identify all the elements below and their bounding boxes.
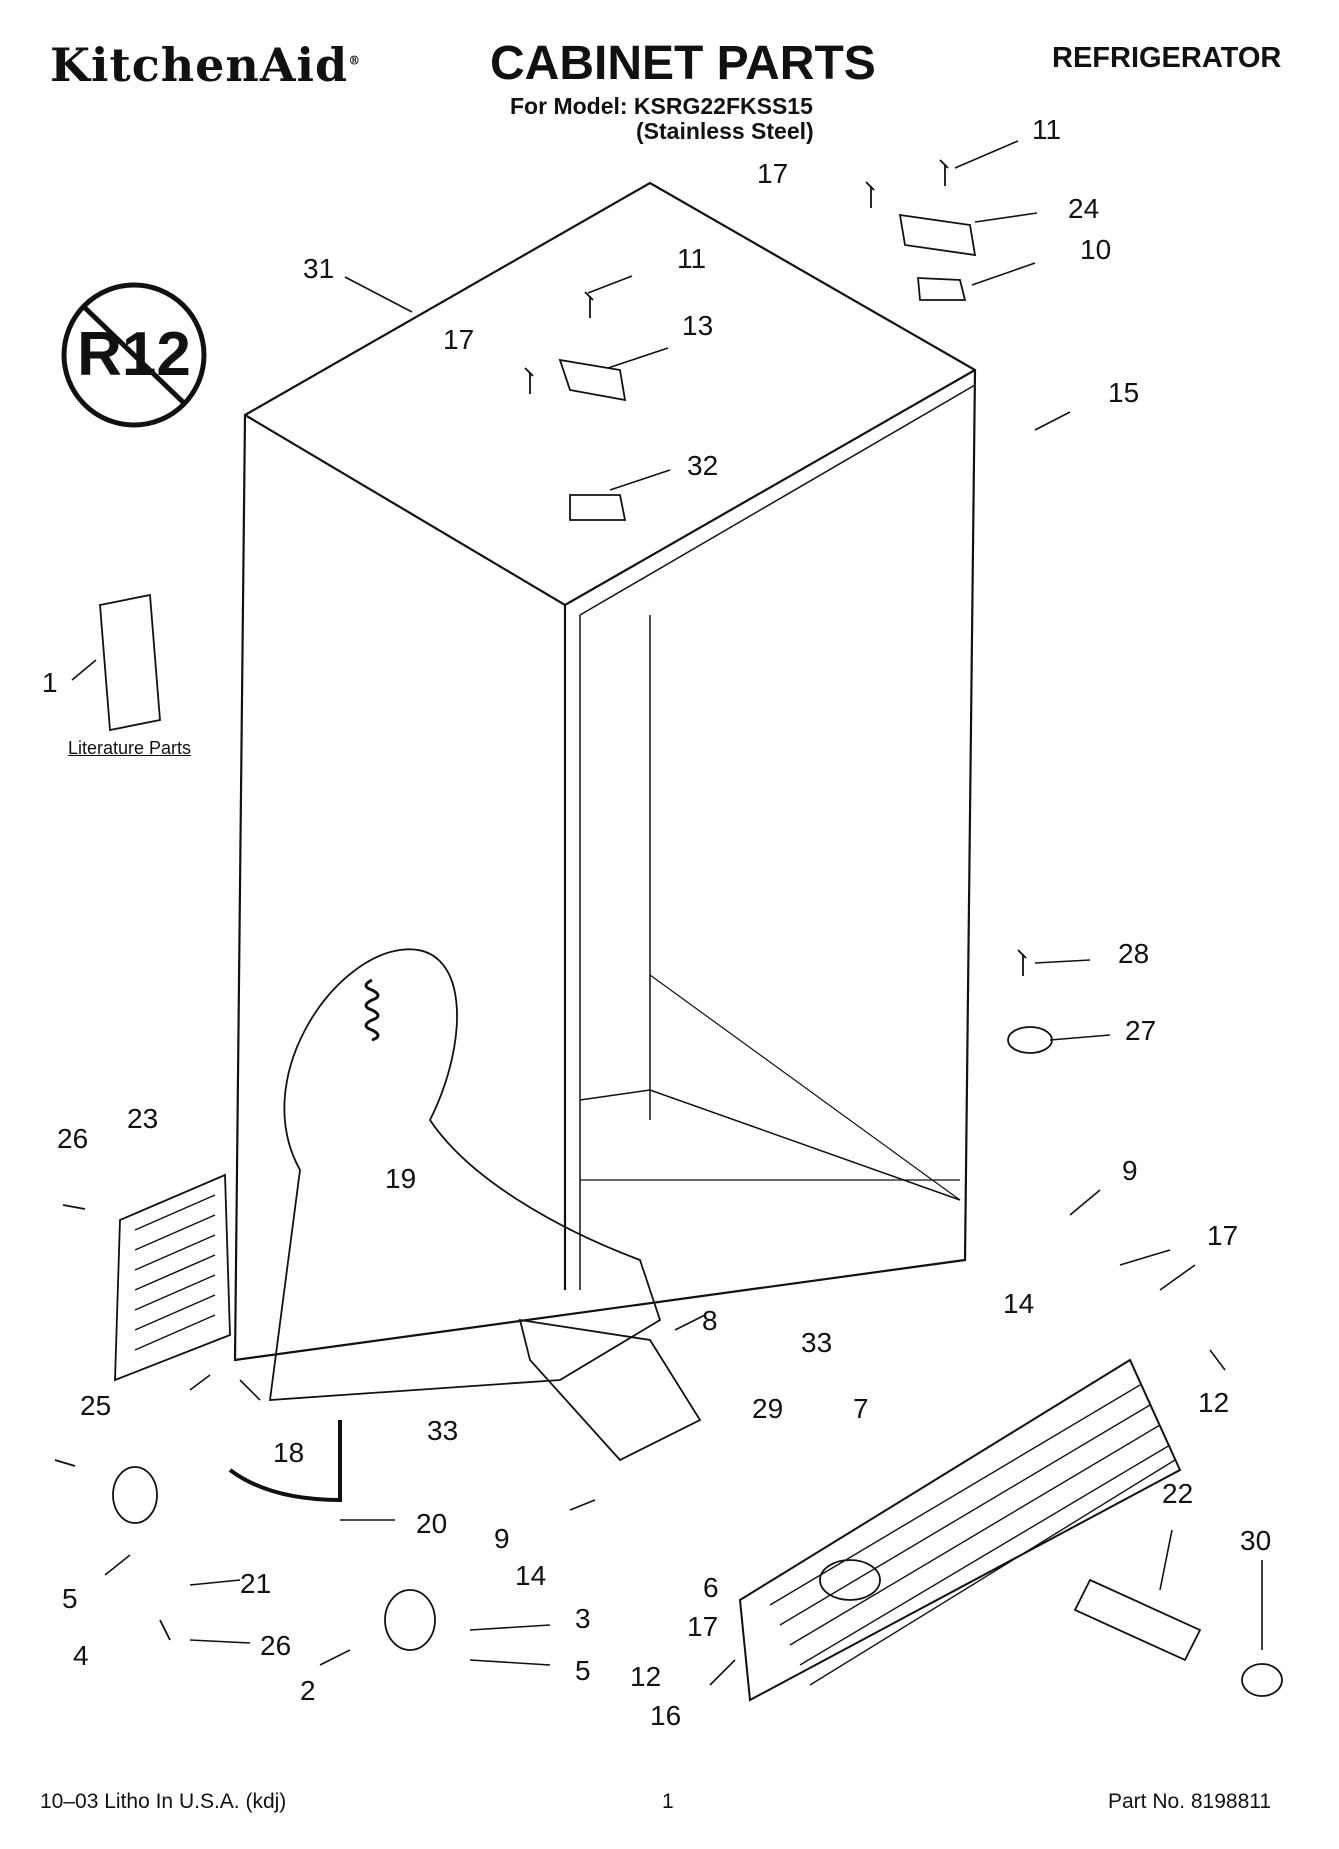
callout-11-b: 11 — [1032, 114, 1061, 145]
callout-labels: 31 17 11 13 32 17 11 24 10 15 1 28 27 26… — [42, 114, 1271, 1731]
callout-12-a: 12 — [1198, 1387, 1229, 1418]
r12-badge-text: R12 — [77, 320, 191, 389]
callout-17-b: 17 — [757, 158, 788, 189]
rear-panel — [114, 1173, 231, 1382]
callout-8: 8 — [702, 1305, 718, 1336]
callout-16: 16 — [650, 1700, 681, 1731]
footer-part-number: Part No. 8198811 — [1108, 1790, 1272, 1813]
callout-12-b: 12 — [630, 1661, 661, 1692]
callout-25: 25 — [80, 1390, 111, 1421]
callout-17-d: 17 — [687, 1611, 718, 1642]
cabinet-outline — [233, 181, 977, 1362]
callout-31: 31 — [303, 253, 334, 284]
brand-logo: KitchenAid® — [50, 38, 362, 92]
finish-line: (Stainless Steel) — [636, 118, 814, 144]
callout-5-b: 5 — [575, 1655, 591, 1686]
callout-30: 30 — [1240, 1525, 1271, 1556]
callout-17-a: 17 — [443, 324, 474, 355]
callout-29: 29 — [752, 1393, 783, 1424]
callout-17-c: 17 — [1207, 1220, 1238, 1251]
callout-9-b: 9 — [494, 1523, 510, 1554]
callout-32: 32 — [687, 450, 718, 481]
model-line: For Model: KSRG22FKSS15 — [510, 93, 813, 119]
callout-6: 6 — [703, 1572, 719, 1603]
callout-20: 20 — [416, 1508, 447, 1539]
callout-26-a: 26 — [57, 1123, 88, 1154]
callout-28: 28 — [1118, 938, 1149, 969]
callout-14-a: 14 — [1003, 1288, 1034, 1319]
footer-print-info: 10–03 Litho In U.S.A. (kdj) — [40, 1790, 287, 1813]
callout-5-a: 5 — [62, 1583, 78, 1614]
literature-parts-label: Literature Parts — [68, 738, 192, 758]
callout-3: 3 — [575, 1603, 591, 1634]
callout-21: 21 — [240, 1568, 271, 1599]
page-title: CABINET PARTS — [490, 37, 876, 90]
footer-page-number: 1 — [662, 1790, 674, 1813]
callout-23: 23 — [127, 1103, 158, 1134]
callout-1: 1 — [42, 667, 58, 698]
callout-4: 4 — [73, 1640, 89, 1671]
callout-15: 15 — [1108, 377, 1139, 408]
callout-13: 13 — [682, 310, 713, 341]
product-label: REFRIGERATOR — [1052, 42, 1282, 74]
callout-10: 10 — [1080, 234, 1111, 265]
callout-33-a: 33 — [801, 1327, 832, 1358]
literature-booklet — [99, 593, 161, 732]
callout-7: 7 — [853, 1393, 869, 1424]
callout-14-b: 14 — [515, 1560, 546, 1591]
callout-27: 27 — [1125, 1015, 1156, 1046]
callout-19: 19 — [385, 1163, 416, 1194]
no-r12-refrigerant-icon: R12 — [61, 282, 207, 428]
callout-26-b: 26 — [260, 1630, 291, 1661]
callout-2: 2 — [300, 1675, 316, 1706]
water-filter — [1073, 1578, 1202, 1662]
callout-22: 22 — [1162, 1478, 1193, 1509]
base-grille — [738, 1358, 1182, 1702]
callout-9-a: 9 — [1122, 1155, 1138, 1186]
callout-24: 24 — [1068, 193, 1099, 224]
callout-11-a: 11 — [677, 243, 706, 274]
callout-18: 18 — [273, 1437, 304, 1468]
callout-33-b: 33 — [427, 1415, 458, 1446]
cutaway-outline — [268, 948, 662, 1401]
